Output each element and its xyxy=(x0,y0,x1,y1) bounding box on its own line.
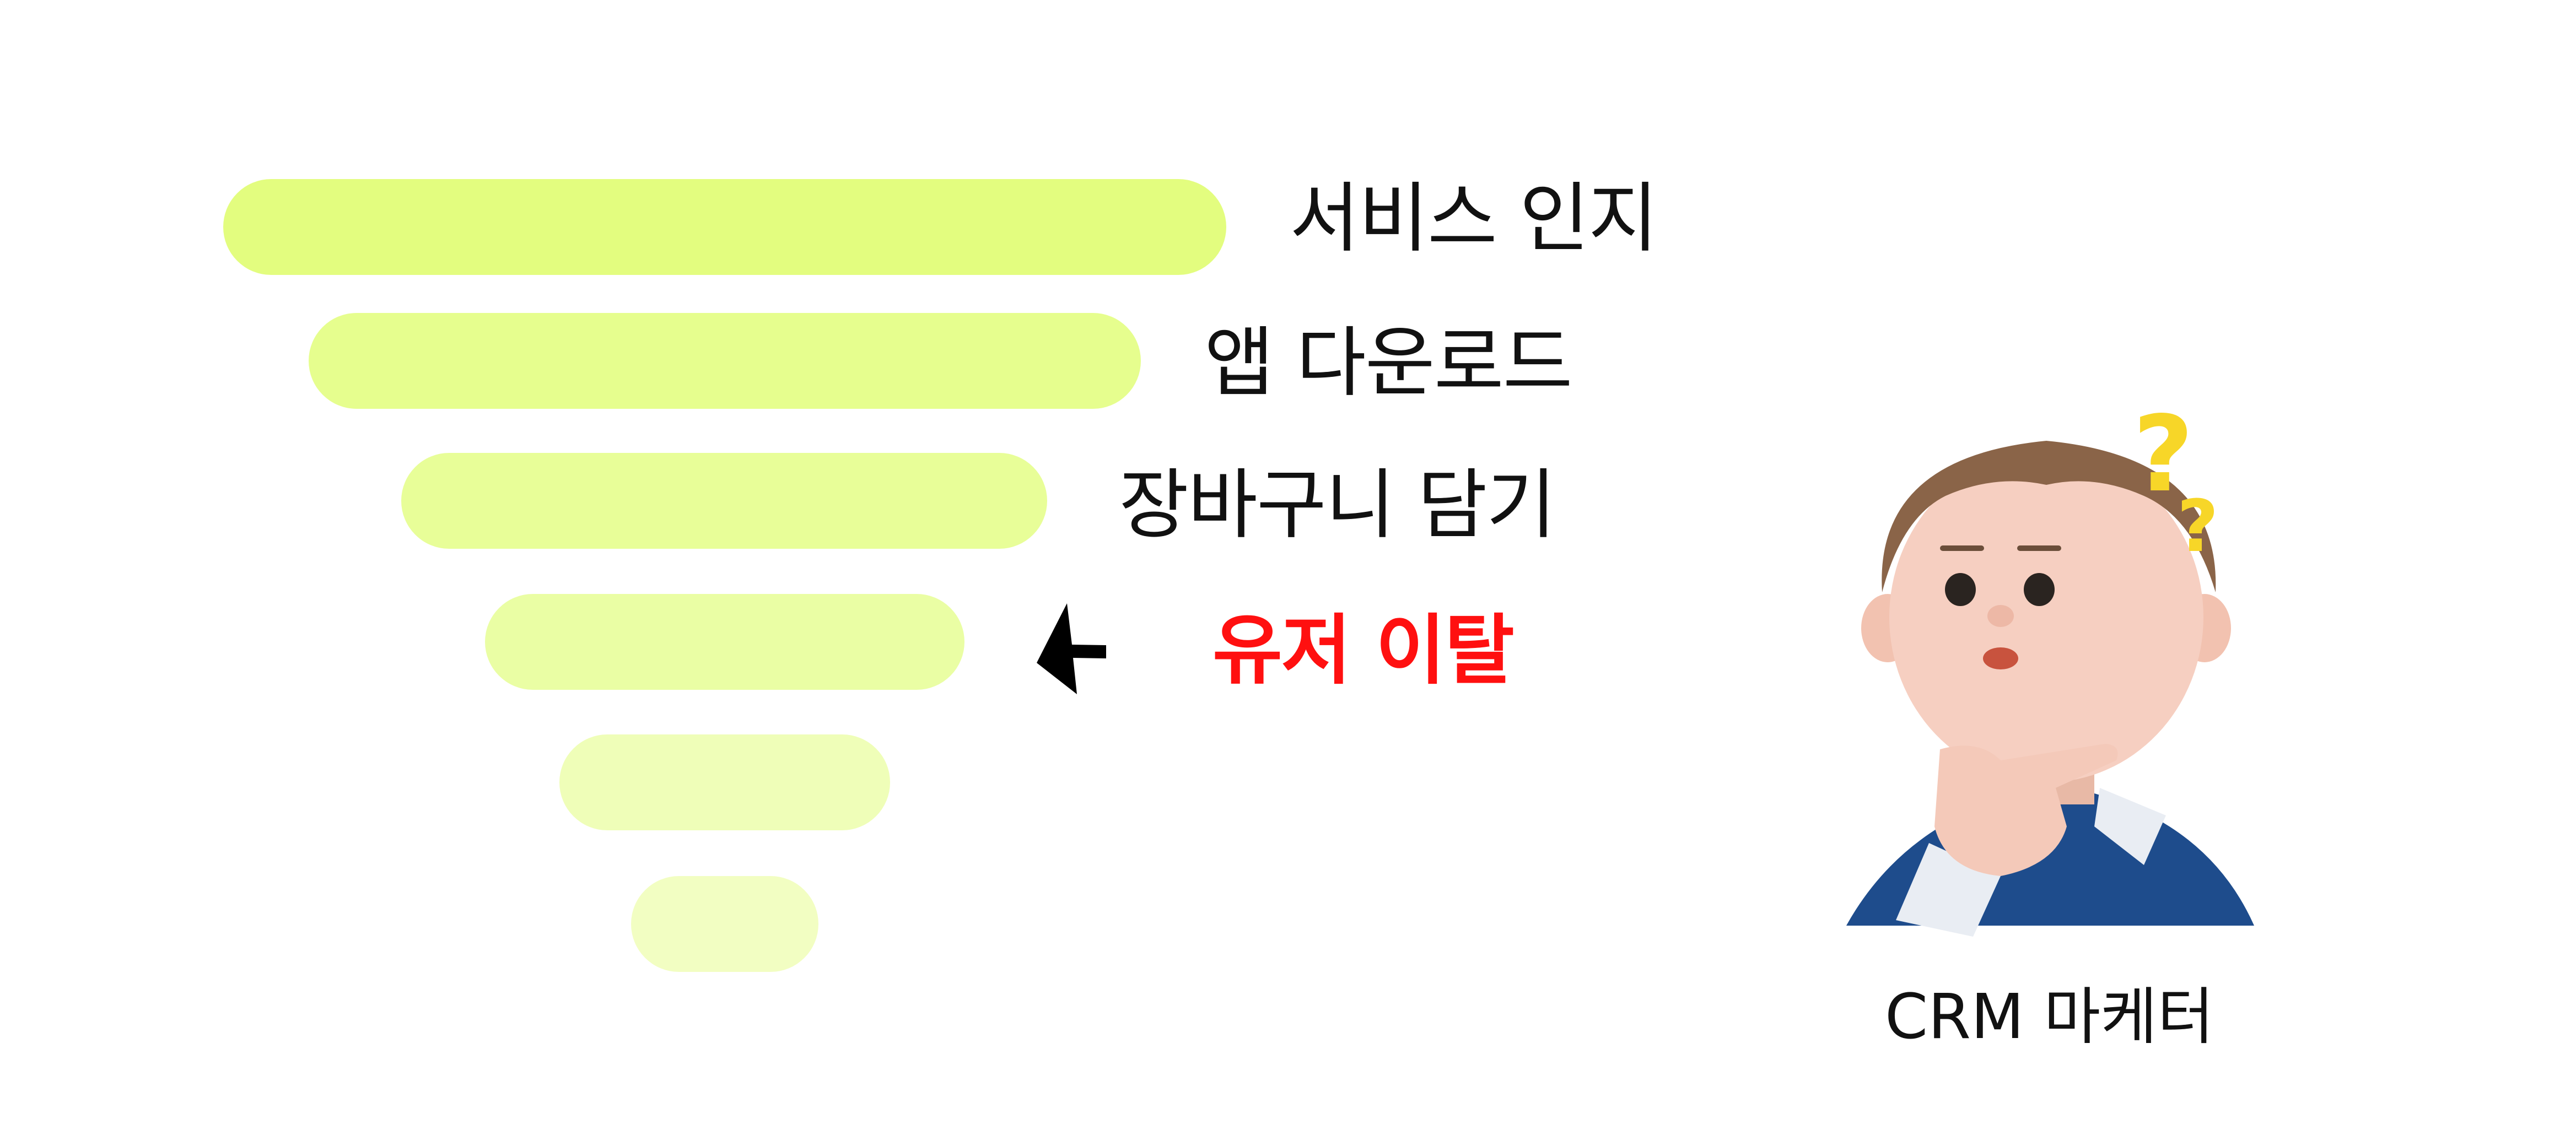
funnel-bar-2 xyxy=(309,313,1141,409)
arrow-left-icon xyxy=(1037,603,1106,694)
stage-label-app-download: 앱 다운로드 xyxy=(1204,318,1573,407)
stage-label-awareness: 서비스 인지 xyxy=(1290,174,1658,263)
stage-label-add-to-cart: 장바구니 담기 xyxy=(1119,461,1556,549)
thinking-person-icon: ? ? xyxy=(1846,408,2254,937)
svg-text:?: ? xyxy=(2177,484,2218,568)
persona-caption: CRM 마케터 xyxy=(1885,981,2214,1053)
funnel-bar-1 xyxy=(223,179,1226,275)
funnel-bar-6 xyxy=(631,876,818,972)
svg-text:?: ? xyxy=(2133,408,2194,515)
funnel-bar-5 xyxy=(559,734,890,830)
funnel-bar-4 xyxy=(485,594,964,690)
stage-label-churn: 유저 이탈 xyxy=(1212,606,1515,695)
funnel-bar-3 xyxy=(401,453,1047,549)
